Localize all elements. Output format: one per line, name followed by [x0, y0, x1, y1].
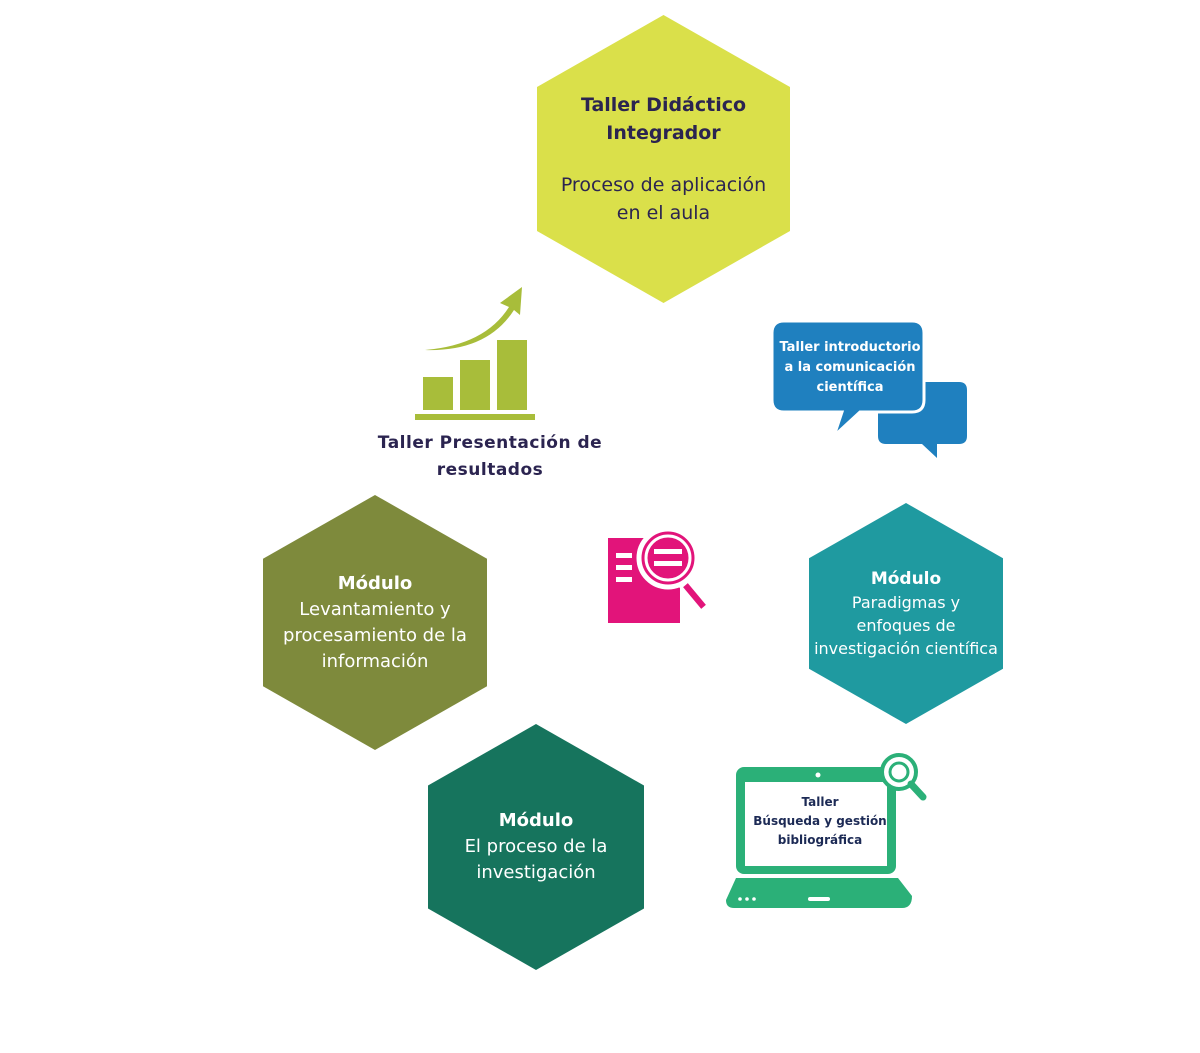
magnifier-ring — [644, 534, 692, 582]
laptop-dot-3 — [752, 897, 756, 901]
hex-taller-didactico: Taller Didáctico Integrador Proceso de a… — [537, 15, 790, 303]
laptop-search-inner — [888, 761, 910, 783]
document-search-icon — [608, 526, 711, 623]
growth-arrow — [425, 287, 522, 351]
intro-workshop-label: Taller introductorio a la comunicación c… — [779, 340, 921, 395]
speech-bubbles-icon — [770, 319, 967, 458]
magnifier-line-1 — [654, 549, 682, 554]
magnifier-lens — [636, 526, 700, 590]
search-workshop-title: Taller — [801, 795, 839, 809]
document-line-1 — [616, 553, 632, 558]
hex-top-title: Taller Didáctico Integrador — [580, 94, 747, 144]
hex-right-title: Módulo — [870, 568, 942, 589]
magnifier-handle — [678, 578, 711, 614]
laptop-touchpad — [808, 897, 830, 901]
growth-chart-icon — [415, 287, 535, 420]
laptop-dot-2 — [745, 897, 749, 901]
growth-bar-1 — [423, 377, 453, 410]
speech-bubble-front — [770, 319, 926, 438]
document-line-2 — [616, 565, 632, 570]
hex-proceso-investigacion: Módulo El proceso de la investigación — [428, 724, 644, 970]
growth-baseline — [415, 414, 535, 420]
hex-bottom-subtitle: El proceso de la investigación — [464, 836, 608, 883]
growth-bar-2 — [460, 360, 490, 410]
document-line-3 — [616, 577, 632, 582]
laptop-screen — [745, 782, 887, 866]
search-workshop-label: Taller Búsqueda y gestión bibliográfica — [745, 793, 895, 850]
hex-left-subtitle: Levantamiento y procesamiento de la info… — [283, 598, 467, 672]
laptop-camera — [815, 772, 821, 778]
laptop-search-lens — [880, 753, 918, 791]
laptop-search-handle — [907, 780, 927, 801]
laptop-icon — [726, 753, 927, 908]
hex-left-title: Módulo — [337, 572, 413, 594]
magnifier-line-2 — [654, 561, 682, 566]
results-workshop-label: Taller Presentación de resultados — [377, 433, 603, 480]
search-workshop-subtitle: Búsqueda y gestión bibliográfica — [753, 814, 887, 847]
hex-right-subtitle: Paradigmas y enfoques de investigación c… — [814, 592, 998, 658]
hex-top-subtitle: Proceso de aplicación en el aula — [560, 174, 767, 224]
hex-bottom-title: Módulo — [498, 810, 574, 831]
hex-levantamiento: Módulo Levantamiento y procesamiento de … — [263, 495, 487, 750]
growth-bar-3 — [497, 340, 527, 410]
hex-paradigmas: Módulo Paradigmas y enfoques de investig… — [809, 503, 1003, 724]
laptop-dot-1 — [738, 897, 742, 901]
laptop-base — [726, 878, 912, 908]
